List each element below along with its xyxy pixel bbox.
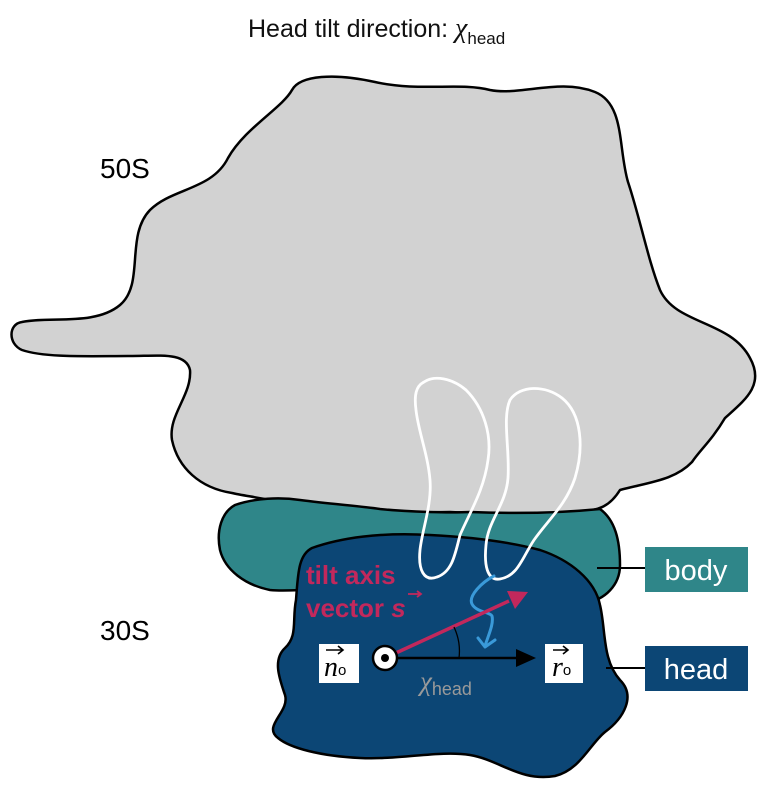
title-subscript: head <box>467 29 505 48</box>
origin-dot <box>381 654 389 662</box>
50s-subunit-shape <box>12 77 756 514</box>
head-tag-label: head <box>664 654 729 686</box>
tilt-axis-symbol: s <box>391 593 405 623</box>
tilt-axis-vector-word: vector <box>306 593 391 623</box>
angle-subscript: head <box>432 679 472 699</box>
r0-base: r <box>552 652 563 683</box>
n0-base: n <box>324 652 338 683</box>
n0-subscript: o <box>338 662 346 679</box>
tilt-axis-label-line2: vector s <box>306 593 406 623</box>
label-30s: 30S <box>100 615 150 646</box>
body-tag-label: body <box>665 555 728 587</box>
label-50s: 50S <box>100 153 150 184</box>
tilt-axis-label-line1: tilt axis <box>306 560 396 590</box>
diagram-title: Head tilt direction: χhead <box>248 13 505 48</box>
title-text: Head tilt direction: <box>248 15 455 43</box>
r0-subscript: o <box>563 662 571 679</box>
title-chi: χ <box>452 13 468 44</box>
angle-chi: χ <box>417 666 433 696</box>
